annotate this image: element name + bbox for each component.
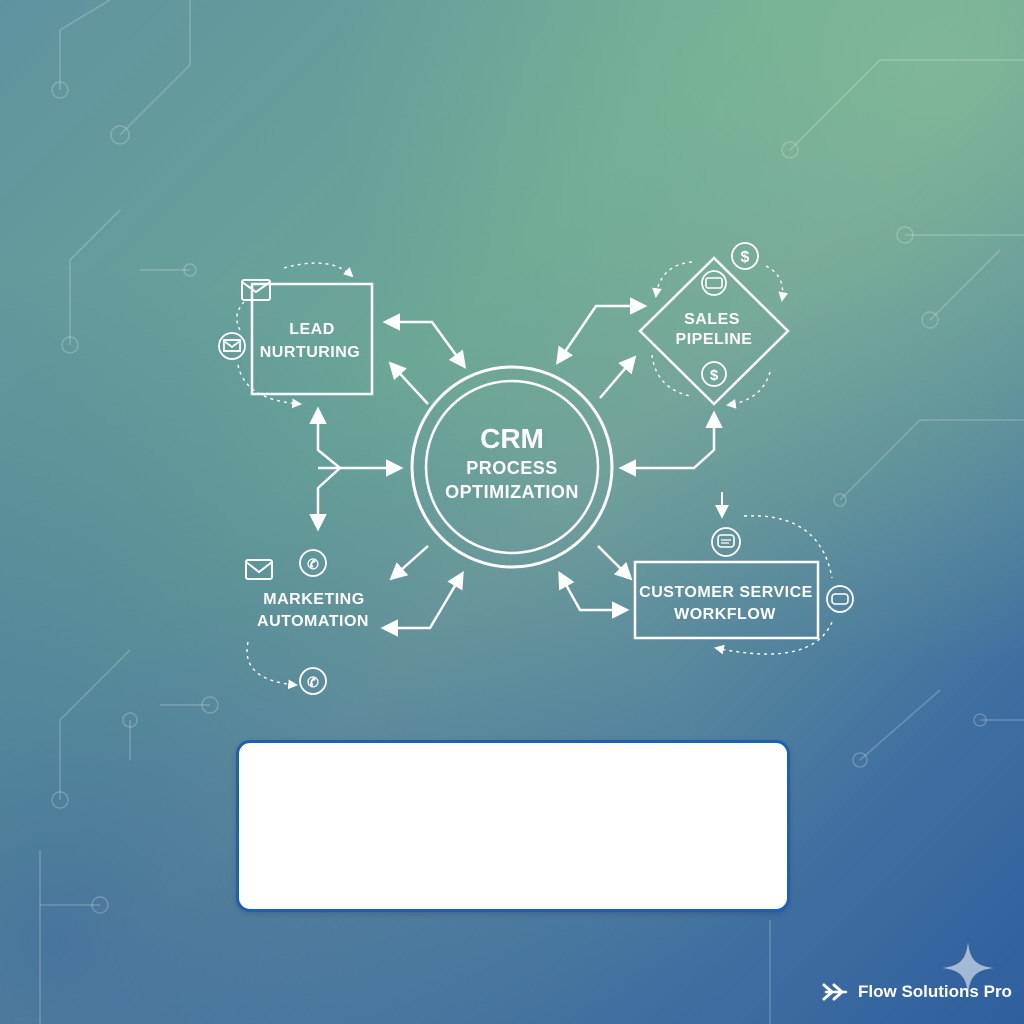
customer-service-node: CUSTOMER SERVICE WORKFLOW <box>633 492 854 655</box>
hub-inner-ring <box>424 379 600 555</box>
arrow-service-to-hub <box>558 570 630 619</box>
arrow-lead-to-hub <box>382 313 467 369</box>
phone-call-icon: ✆ <box>299 667 327 695</box>
message-icon <box>826 585 854 613</box>
lead-dashed-cycle <box>283 262 354 278</box>
arrow-marketing-to-hub <box>380 570 464 637</box>
envelope-icon <box>241 279 271 301</box>
svg-text:$: $ <box>710 367 719 384</box>
brand-name: Flow Solutions Pro <box>858 982 1012 1001</box>
sales-dashed-cycle-bottom-right <box>726 371 771 409</box>
service-dashed-cycle-bottom <box>714 621 833 655</box>
sales-pipeline-node: SALES PIPELINE $ $ <box>638 242 790 409</box>
arrow-hub-to-sales <box>599 355 637 399</box>
customer-service-line2: WORKFLOW <box>674 606 776 623</box>
hub-line1: PROCESS <box>466 458 558 478</box>
lead-nurturing-line1: LEAD <box>289 321 335 338</box>
sales-pipeline-line2: PIPELINE <box>676 331 753 348</box>
svg-text:✆: ✆ <box>307 556 319 572</box>
envelope-icon <box>245 559 273 580</box>
hub-title: CRM <box>480 423 544 454</box>
arrow-branch-down <box>309 467 341 532</box>
sparkle-icon <box>942 942 994 994</box>
arrow-sales-to-hub <box>556 297 648 365</box>
marketing-automation-node: MARKETING AUTOMATION ✆ ✆ <box>245 549 369 695</box>
sales-dashed-cycle-bottom-left <box>651 354 691 397</box>
sales-pipeline-line1: SALES <box>684 311 740 328</box>
envelope-circle-icon <box>218 332 246 360</box>
phone-icon: ✆ <box>299 549 327 577</box>
service-dashed-cycle-top <box>743 515 833 579</box>
customer-service-box <box>633 560 820 640</box>
chat-bubble-icon <box>711 527 741 557</box>
svg-text:$: $ <box>741 249 750 266</box>
customer-service-line1: CUSTOMER SERVICE <box>639 584 813 601</box>
sales-dashed-cycle-left <box>652 261 693 298</box>
lead-dashed-cycle-bottom <box>237 364 302 409</box>
arrow-hub-to-lead <box>388 361 429 405</box>
dollar-coin-icon: $ <box>731 242 759 270</box>
crm-hub: CRM PROCESS OPTIMIZATION <box>410 365 614 569</box>
marketing-automation-line1: MARKETING <box>263 591 364 608</box>
arrow-branch-up <box>309 406 341 469</box>
lead-nurturing-box <box>250 282 374 396</box>
arrow-sales-return <box>618 410 723 477</box>
brand-logo: Flow Solutions Pro <box>822 980 1012 1004</box>
blank-text-panel <box>236 740 790 912</box>
sales-dashed-cycle-right <box>765 265 789 302</box>
sales-pipeline-diamond <box>638 256 790 406</box>
lead-nurturing-line2: NURTURING <box>260 344 361 361</box>
arrow-hub-to-service <box>597 545 633 581</box>
marketing-automation-line2: AUTOMATION <box>257 613 369 630</box>
lead-nurturing-node: LEAD NURTURING <box>218 262 374 409</box>
double-chevron-icon <box>822 983 848 1001</box>
arrow-hub-to-marketing <box>389 545 429 581</box>
card-icon <box>701 270 727 296</box>
dollar-icon: $ <box>701 361 727 387</box>
hub-line2: OPTIMIZATION <box>445 482 579 502</box>
marketing-dashed-cycle <box>246 641 298 690</box>
svg-text:✆: ✆ <box>307 674 319 690</box>
lead-dashed-cycle-left <box>236 301 245 331</box>
hub-outer-ring <box>410 365 614 569</box>
background-circuit-lines <box>39 0 1024 1024</box>
connector-arrows <box>309 297 723 637</box>
